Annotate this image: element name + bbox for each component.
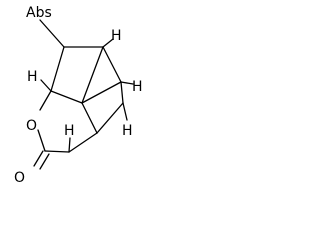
atom-h-right: H — [132, 79, 143, 95]
substituent-label: Abs — [26, 5, 52, 21]
atom-ring-oxygen: O — [26, 118, 37, 134]
bond-c7-o — [39, 90, 52, 111]
bond-c8-c3 — [81, 81, 122, 104]
bond-h-center — [122, 102, 128, 121]
bond-h-upper-left — [40, 79, 52, 92]
bond-c4-c5 — [96, 102, 124, 134]
carbonyl-bond-b — [39, 153, 50, 170]
substituent-bond — [39, 19, 65, 48]
bond-c3-c4 — [120, 81, 124, 104]
atom-carbonyl-oxygen: O — [14, 170, 25, 186]
bond-h-top-right — [102, 38, 114, 48]
bond-h-right — [120, 81, 134, 85]
atom-h-lower-left: H — [64, 123, 75, 139]
molecule-structure: Abs H H H H H O O — [14, 5, 143, 186]
bond-h-lower-left — [68, 137, 71, 153]
carbonyl-bond-a — [33, 150, 44, 167]
atom-h-upper-left: H — [27, 69, 38, 85]
atom-h-top-right: H — [111, 28, 122, 44]
bond-o-c9 — [37, 129, 46, 152]
bond-c8-c5 — [81, 102, 98, 134]
bond-c5-c6 — [68, 132, 98, 153]
bond-c2-c8 — [81, 46, 104, 104]
atom-h-center: H — [122, 123, 133, 139]
bond-c1-c7 — [50, 46, 65, 92]
bond-c9-c6 — [44, 150, 70, 153]
bond-c7-c8 — [50, 90, 83, 104]
bond-c2-c3 — [102, 46, 122, 83]
